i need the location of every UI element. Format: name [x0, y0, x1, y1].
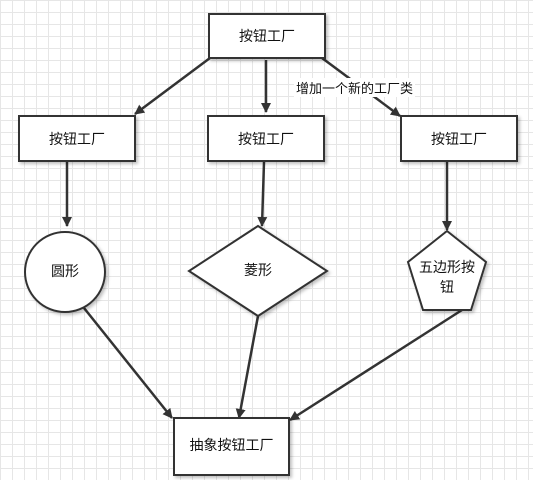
arrow-top-to-left-factory: [134, 56, 211, 116]
arrow-pentagon-to-abstract: [289, 308, 463, 422]
pentagon-label-text: 五边形按钮: [419, 259, 475, 296]
factory-box-middle: 按钮工厂: [207, 115, 325, 162]
diamond-label: 菱形: [223, 257, 293, 285]
top-factory-label: 按钮工厂: [239, 29, 295, 45]
arrow-diamond-to-abstract: [235, 315, 260, 419]
factory-box-left: 按钮工厂: [18, 115, 136, 162]
pentagon-label: 五边形按钮: [415, 255, 479, 301]
diamond-label-text: 菱形: [244, 262, 272, 279]
circle-label-text: 圆形: [51, 263, 79, 280]
edge-label-new-factory-text: 增加一个新的工厂类: [296, 82, 414, 97]
factory-middle-label: 按钮工厂: [238, 131, 294, 148]
factory-right-label: 按钮工厂: [431, 131, 487, 148]
factory-left-label: 按钮工厂: [49, 131, 105, 148]
factory-box-right: 按钮工厂: [400, 115, 518, 162]
arrow-circle-to-abstract: [83, 307, 173, 419]
top-factory-box: 按钮工厂: [208, 13, 326, 59]
abstract-button-label: 抽象按钮工厂: [189, 438, 274, 455]
arrow-middle-factory-to-diamond: [257, 161, 268, 227]
diamond-shape: [187, 224, 329, 318]
edge-label-new-factory: 增加一个新的工厂类: [294, 78, 416, 97]
circle-shape: [24, 231, 106, 313]
circle-label: 圆形: [35, 258, 95, 286]
pentagon-shape: [406, 229, 488, 311]
abstract-button-box: 抽象按钮工厂: [173, 417, 290, 476]
